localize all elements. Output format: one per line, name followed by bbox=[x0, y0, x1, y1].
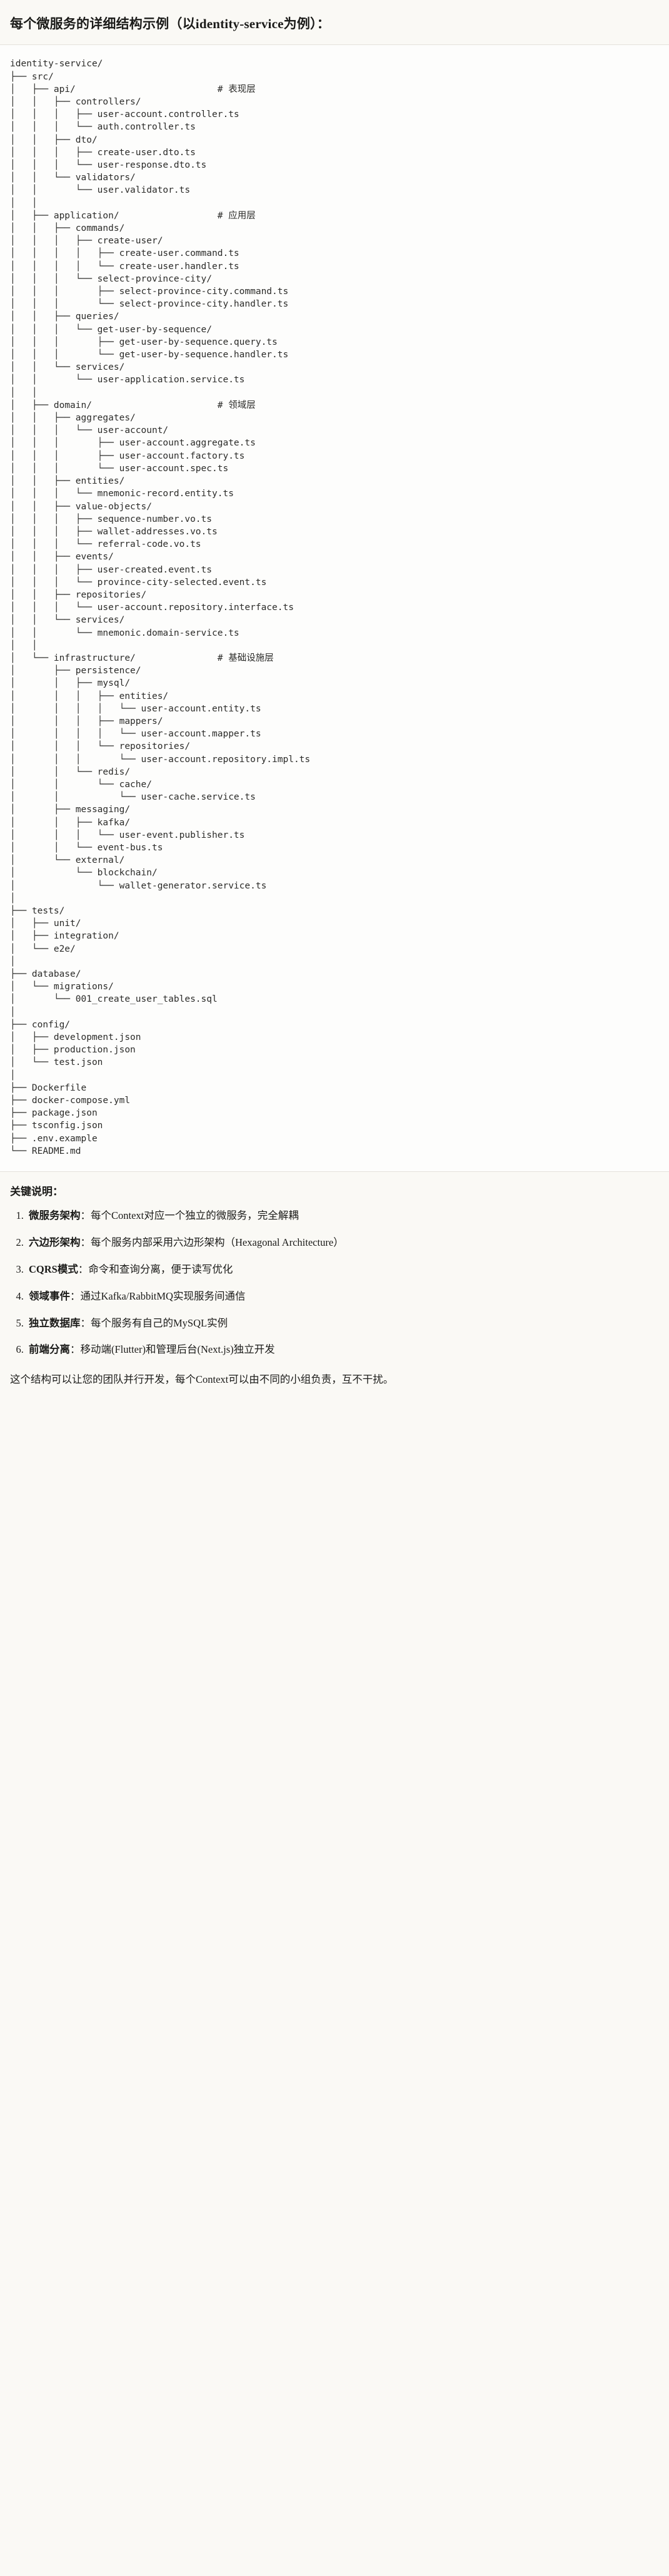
list-item: 微服务架构：每个Context对应一个独立的微服务，完全解耦 bbox=[26, 1208, 659, 1223]
note-separator: ： bbox=[80, 1209, 91, 1221]
note-separator: ： bbox=[80, 1236, 91, 1248]
list-item: 六边形架构：每个服务内部采用六边形架构（Hexagonal Architectu… bbox=[26, 1235, 659, 1250]
note-term: 六边形架构 bbox=[29, 1236, 81, 1248]
page-root: 每个微服务的详细结构示例（以identity-service为例）： ident… bbox=[0, 0, 669, 1403]
note-separator: ： bbox=[78, 1263, 89, 1275]
directory-tree-block: identity-service/ ├── src/ │ ├── api/ # … bbox=[0, 45, 669, 1172]
key-notes-list: 微服务架构：每个Context对应一个独立的微服务，完全解耦 六边形架构：每个服… bbox=[10, 1208, 659, 1358]
key-notes-title: 关键说明： bbox=[10, 1186, 63, 1198]
note-separator: ： bbox=[70, 1290, 81, 1302]
note-term: CQRS模式 bbox=[29, 1263, 78, 1275]
list-item: CQRS模式：命令和查询分离，便于读写优化 bbox=[26, 1262, 659, 1277]
page-title: 每个微服务的详细结构示例（以identity-service为例）： bbox=[10, 16, 330, 31]
directory-tree: identity-service/ ├── src/ │ ├── api/ # … bbox=[10, 59, 311, 1156]
note-body: 每个Context对应一个独立的微服务，完全解耦 bbox=[91, 1209, 299, 1221]
note-term: 独立数据库 bbox=[29, 1316, 81, 1329]
note-separator: ： bbox=[80, 1316, 91, 1329]
note-body: 命令和查询分离，便于读写优化 bbox=[88, 1263, 233, 1275]
note-body: 每个服务内部采用六边形架构（Hexagonal Architecture） bbox=[91, 1236, 344, 1248]
list-item: 前端分离：移动端(Flutter)和管理后台(Next.js)独立开发 bbox=[26, 1342, 659, 1357]
closing-paragraph: 这个结构可以让您的团队并行开发，每个Context可以由不同的小组负责，互不干扰… bbox=[10, 1373, 394, 1386]
list-item: 独立数据库：每个服务有自己的MySQL实例 bbox=[26, 1316, 659, 1331]
note-body: 移动端(Flutter)和管理后台(Next.js)独立开发 bbox=[80, 1343, 275, 1356]
note-term: 领域事件 bbox=[29, 1290, 70, 1302]
note-separator: ： bbox=[70, 1343, 81, 1356]
key-notes-section: 关键说明： 微服务架构：每个Context对应一个独立的微服务，完全解耦 六边形… bbox=[0, 1172, 669, 1361]
note-body: 通过Kafka/RabbitMQ实现服务间通信 bbox=[80, 1290, 246, 1302]
note-term: 前端分离 bbox=[29, 1343, 70, 1356]
divider-bottom bbox=[0, 1171, 669, 1173]
divider-top bbox=[0, 44, 669, 46]
note-term: 微服务架构 bbox=[29, 1209, 81, 1221]
list-item: 领域事件：通过Kafka/RabbitMQ实现服务间通信 bbox=[26, 1289, 659, 1304]
note-body: 每个服务有自己的MySQL实例 bbox=[91, 1316, 228, 1329]
